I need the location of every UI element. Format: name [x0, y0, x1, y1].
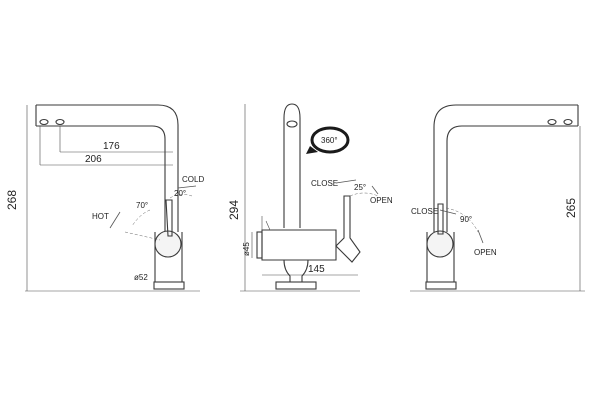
middle-close-arrow	[335, 179, 357, 184]
dim-45-label: ø45	[242, 242, 251, 256]
middle-open-label: OPEN	[370, 196, 393, 205]
angle-90-label: 90°	[460, 215, 472, 224]
dim-176-label: 176	[103, 141, 120, 152]
middle-lever	[335, 195, 361, 263]
right-outlet-1	[547, 118, 557, 126]
right-open-label: OPEN	[474, 248, 497, 257]
right-outlet-2	[563, 118, 573, 126]
middle-base	[275, 281, 317, 290]
angle-20-label: 20°	[174, 189, 186, 198]
left-outlet-2	[55, 118, 65, 126]
base-diameter-label: ø52	[134, 273, 148, 282]
middle-spout	[283, 103, 301, 228]
dim-206-label: 206	[85, 154, 102, 165]
dim-268-label: 268	[5, 190, 19, 210]
right-close-label: CLOSE	[411, 207, 438, 216]
middle-view: 294 ø45 145 360° CLOSE 25° OPEN	[227, 103, 393, 292]
dim-265-label: 265	[564, 198, 578, 218]
angle-25-label: 25°	[354, 183, 366, 192]
cold-label: COLD	[182, 175, 204, 184]
left-lever	[165, 199, 173, 237]
rotation-360-icon	[306, 126, 350, 154]
middle-open-arrow	[371, 185, 379, 195]
right-lever	[437, 203, 444, 235]
middle-left-cap	[256, 231, 263, 259]
angle-70-label: 70°	[136, 201, 148, 210]
right-joint	[426, 230, 454, 258]
left-view: 176 206 268 COLD 20° HOT 70° ø52	[5, 104, 204, 292]
left-base	[153, 281, 185, 290]
dim-294-label: 294	[227, 200, 241, 220]
left-spout	[35, 104, 179, 232]
left-outlet-1	[39, 118, 49, 126]
hot-label: HOT	[92, 212, 109, 221]
right-view: 265 CLOSE 90° OPEN	[410, 104, 585, 292]
middle-outlet	[286, 120, 298, 128]
right-open-arrow	[477, 229, 484, 244]
right-base	[425, 281, 457, 290]
hot-arrow	[109, 211, 121, 229]
middle-body	[261, 229, 337, 261]
right-close-arrow	[439, 209, 457, 215]
dim-145-label: 145	[308, 264, 325, 275]
rotation-label: 360°	[321, 136, 338, 145]
middle-close-label: CLOSE	[311, 179, 338, 188]
cold-arrow	[177, 185, 197, 189]
right-spout	[433, 104, 579, 232]
